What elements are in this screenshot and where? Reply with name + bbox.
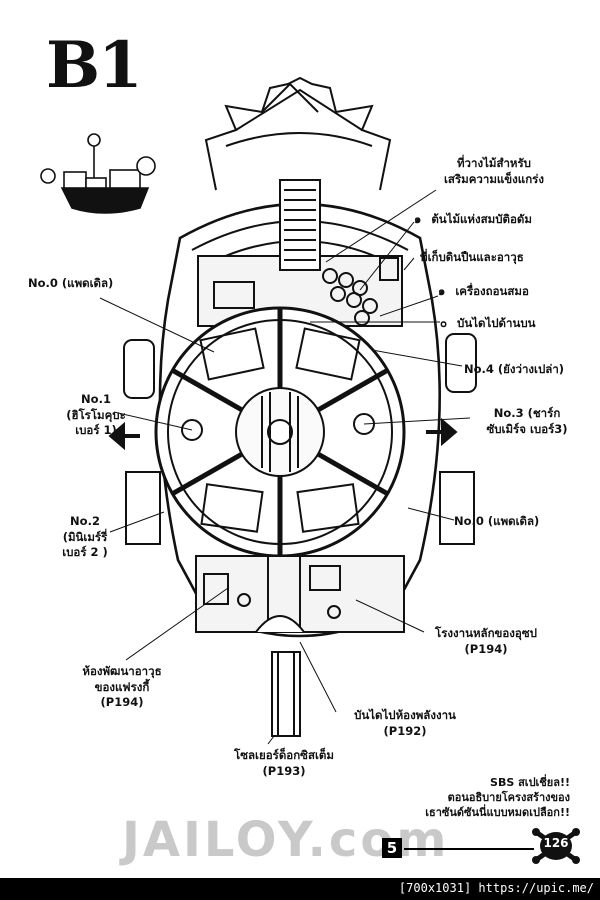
label-no4: No.4 (ยังว่างเปล่า) <box>464 362 565 376</box>
label-line: เบอร์ 2 ) <box>62 545 108 560</box>
label-text: ที่เก็บดินปืนและอาวุธ <box>420 250 524 264</box>
label-line: เธาซันด์ซันนี่แบบหมดเปลือก!! <box>425 805 570 819</box>
label-usopp-factory: โรงงานหลักของอุซป (P194) <box>416 626 556 657</box>
sbs-note: SBS สเปเชี่ยล!! ตอนอธิบายโครงสร้างของ เธ… <box>370 776 570 821</box>
footer-text: [700x1031] https://upic.me/ <box>398 881 594 895</box>
label-line: (P193) <box>262 763 306 778</box>
label-line: (P192) <box>383 723 427 738</box>
chapter-number-badge: 5 <box>382 838 402 858</box>
label-adam-tree: ๑ ต้นไม้แห่งสมบัติอดัม <box>414 212 532 228</box>
label-no3: No.3 (ชาร์ก ซับเมิร์จ เบอร์3) <box>468 406 586 437</box>
label-line: (P194) <box>100 695 144 710</box>
label-line: (P194) <box>464 641 508 656</box>
label-no0-left: No.0 (แพดเดิล) <box>28 276 114 290</box>
label-line: (ฮิโรโมคุบะ <box>66 407 126 422</box>
label-line: ตอนอธิบายโครงสร้างของ <box>447 790 570 804</box>
label-line: ที่วางไม้สำหรับ <box>456 156 531 170</box>
page-rule <box>404 848 534 850</box>
ship-position-icon <box>40 133 156 214</box>
label-line: ของแฟรงกี้ <box>94 679 150 694</box>
label-reinforcement-wood: ที่วางไม้สำหรับ เสริมความแข็งแกร่ง <box>444 156 544 187</box>
label-stairs-up: ๐ บันไดไปด้านบน <box>440 316 536 332</box>
marker: ๐ <box>440 316 448 330</box>
label-anchor-winch: ๑ เครื่องถอนสมอ <box>438 284 529 300</box>
label-line: เสริมความแข็งแกร่ง <box>444 171 544 186</box>
page-title: B1 <box>46 28 143 103</box>
ship-body <box>108 76 477 737</box>
label-no0-right: No.0 (แพดเดิล) <box>454 514 540 528</box>
skull-crossbones-icon <box>532 828 580 864</box>
label-line: No.2 <box>70 514 100 528</box>
label-text: ต้นไม้แห่งสมบัติอดัม <box>431 212 532 226</box>
label-line: (มินิเมร์รี่ <box>62 529 108 544</box>
page-number: 126 <box>543 836 569 850</box>
label-text: เครื่องถอนสมอ <box>455 284 529 298</box>
label-line: SBS สเปเชี่ยล!! <box>490 776 570 789</box>
label-no2: No.2 (มินิเมร์รี่ เบอร์ 2 ) <box>40 514 130 561</box>
label-no1: No.1 (ฮิโรโมคุบะ เบอร์ 1) <box>46 392 146 439</box>
label-line: โรงงานหลักของอุซป <box>435 626 537 640</box>
label-text: บันไดไปด้านบน <box>457 316 536 330</box>
label-stairs-energy-room: บันไดไปห้องพลังงาน (P192) <box>330 708 480 739</box>
label-line: No.3 (ชาร์ก <box>493 406 561 420</box>
label-line: บันไดไปห้องพลังงาน <box>354 708 456 722</box>
leader-lines <box>99 189 471 745</box>
label-line: ซับเมิร์จ เบอร์3) <box>486 421 568 436</box>
marker: ๑ <box>438 284 446 298</box>
marker: ๑ <box>414 212 422 226</box>
label-line: โซลเยอร์ด็อกซิสเต็ม <box>234 748 334 762</box>
label-line: No.1 <box>81 392 111 406</box>
label-line: ห้องพัฒนาอาวุธ <box>82 664 162 678</box>
label-gunpowder-storage: ที่เก็บดินปืนและอาวุธ <box>420 250 524 266</box>
label-soldier-dock: โซลเยอร์ด็อกซิสเต็ม (P193) <box>214 748 354 779</box>
label-weapon-lab: ห้องพัฒนาอาวุธ ของแฟรงกี้ (P194) <box>58 664 186 711</box>
label-line: เบอร์ 1) <box>75 423 117 438</box>
footer-bar: [700x1031] https://upic.me/ <box>0 878 600 900</box>
